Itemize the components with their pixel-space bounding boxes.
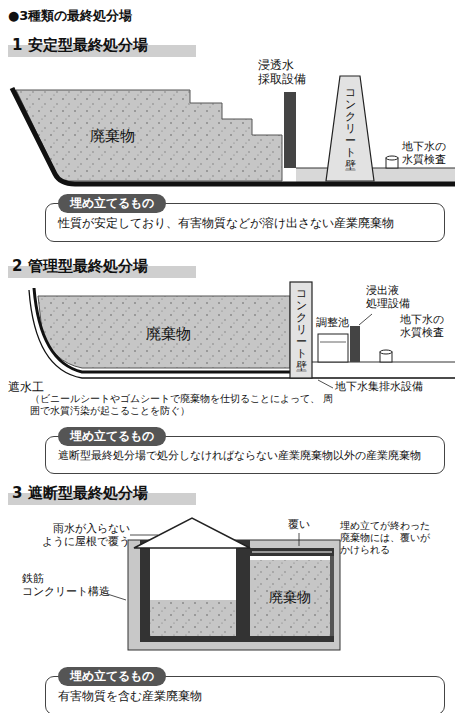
waste-fill: 廃棄物	[90, 127, 135, 146]
waste-label: 廃棄物	[90, 127, 135, 146]
contents-box: 埋め立てるもの性質が安定しており、有害物質などが溶け出さない産業廃棄物	[45, 203, 445, 242]
waste-fill: 廃棄物	[269, 589, 311, 607]
inspection-label: 地下水の 水質検査	[400, 313, 444, 339]
box-body: 有害物質を含む産業廃棄物	[58, 689, 432, 705]
structure-label: 鉄筋 コンクリート構造	[22, 572, 110, 598]
contents-box: 埋め立てるもの遮断型最終処分場で処分しなければならない産業廃棄物以外の産業廃棄物	[45, 436, 445, 474]
page-title: ●3種類の最終処分場	[8, 8, 132, 24]
stable-landfill	[12, 76, 455, 184]
waste-label: 廃棄物	[146, 325, 191, 344]
drain-label: 地下水集排水設備	[335, 380, 423, 393]
cover-note: 埋め立てが終わった 廃棄物には、覆いが かけられる	[340, 520, 433, 556]
section-heading: 2 管理型最終処分場	[12, 257, 148, 275]
liner-label: 遮水工	[8, 380, 44, 394]
box-body: 遮断型最終処分場で処分しなければならない産業廃棄物以外の産業廃棄物	[58, 449, 432, 463]
pond-label: 調整池	[316, 316, 349, 329]
roof-label: 雨水が入らない ように屋根で覆う	[42, 522, 130, 548]
contents-box: 埋め立てるもの有害物質を含む産業廃棄物	[45, 676, 445, 713]
equipment-label: 浸出液 処理設備	[366, 284, 410, 310]
cover-label: 覆い	[288, 518, 310, 531]
waste-fill: 廃棄物	[146, 325, 191, 344]
wall-label: コンクリート壁	[345, 87, 356, 172]
note-text: （ビニールシートやゴムシートで廃棄物を仕切ることによって、 周囲で水質汚染が起こ…	[30, 393, 340, 417]
box-heading: 埋め立てるもの	[58, 427, 166, 446]
concrete-wall: コンクリート壁	[296, 288, 307, 373]
section-heading: 3 遮断型最終処分場	[12, 484, 148, 502]
box-heading: 埋め立てるもの	[58, 194, 166, 213]
section-heading: 1 安定型最終処分場	[12, 36, 148, 54]
waste-label: 廃棄物	[269, 589, 311, 607]
isolated-landfill	[101, 518, 340, 650]
box-body: 性質が安定しており、有害物質などが溶け出さない産業廃棄物	[58, 216, 432, 232]
wall-label: コンクリート壁	[296, 288, 307, 373]
inspection-label: 地下水の 水質検査	[402, 140, 446, 166]
concrete-wall: コンクリート壁	[345, 87, 356, 172]
equipment-label: 浸透水 採取設備	[258, 58, 306, 87]
box-heading: 埋め立てるもの	[58, 667, 166, 686]
managed-landfill	[29, 282, 455, 388]
